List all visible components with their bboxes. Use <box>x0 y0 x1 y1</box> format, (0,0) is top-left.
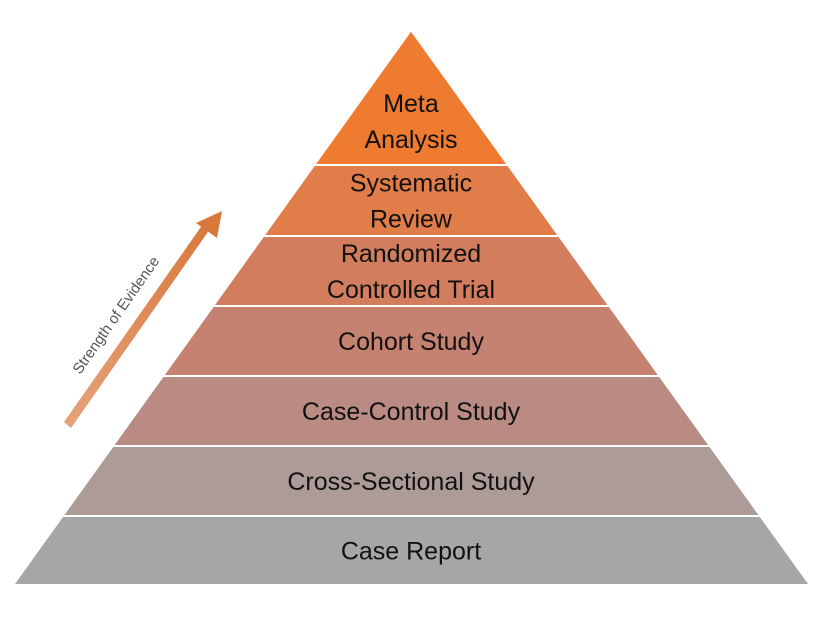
tier-label-line: Randomized <box>341 240 481 268</box>
tier-label-line: Case-Control Study <box>302 398 521 426</box>
tier-label-line: Cohort Study <box>338 328 484 356</box>
tier-label-line: Meta <box>383 90 439 118</box>
tier-label-line: Case Report <box>341 538 481 566</box>
tier-label-line: Analysis <box>364 126 457 154</box>
tier-label-line: Systematic <box>350 170 472 198</box>
tier-label-line: Controlled Trial <box>327 276 495 304</box>
strength-arrow-head <box>196 211 222 238</box>
tier-label-line: Review <box>370 206 453 234</box>
tier-label-cross-sectional-study: Cross-Sectional Study <box>287 468 535 496</box>
tier-label-case-report: Case Report <box>341 538 481 566</box>
tier-label-line: Cross-Sectional Study <box>287 468 535 496</box>
tier-case-report <box>11 515 812 586</box>
tier-label-case-control-study: Case-Control Study <box>302 398 521 426</box>
tier-label-cohort-study: Cohort Study <box>338 328 484 356</box>
strength-arrow-shaft <box>64 224 210 428</box>
